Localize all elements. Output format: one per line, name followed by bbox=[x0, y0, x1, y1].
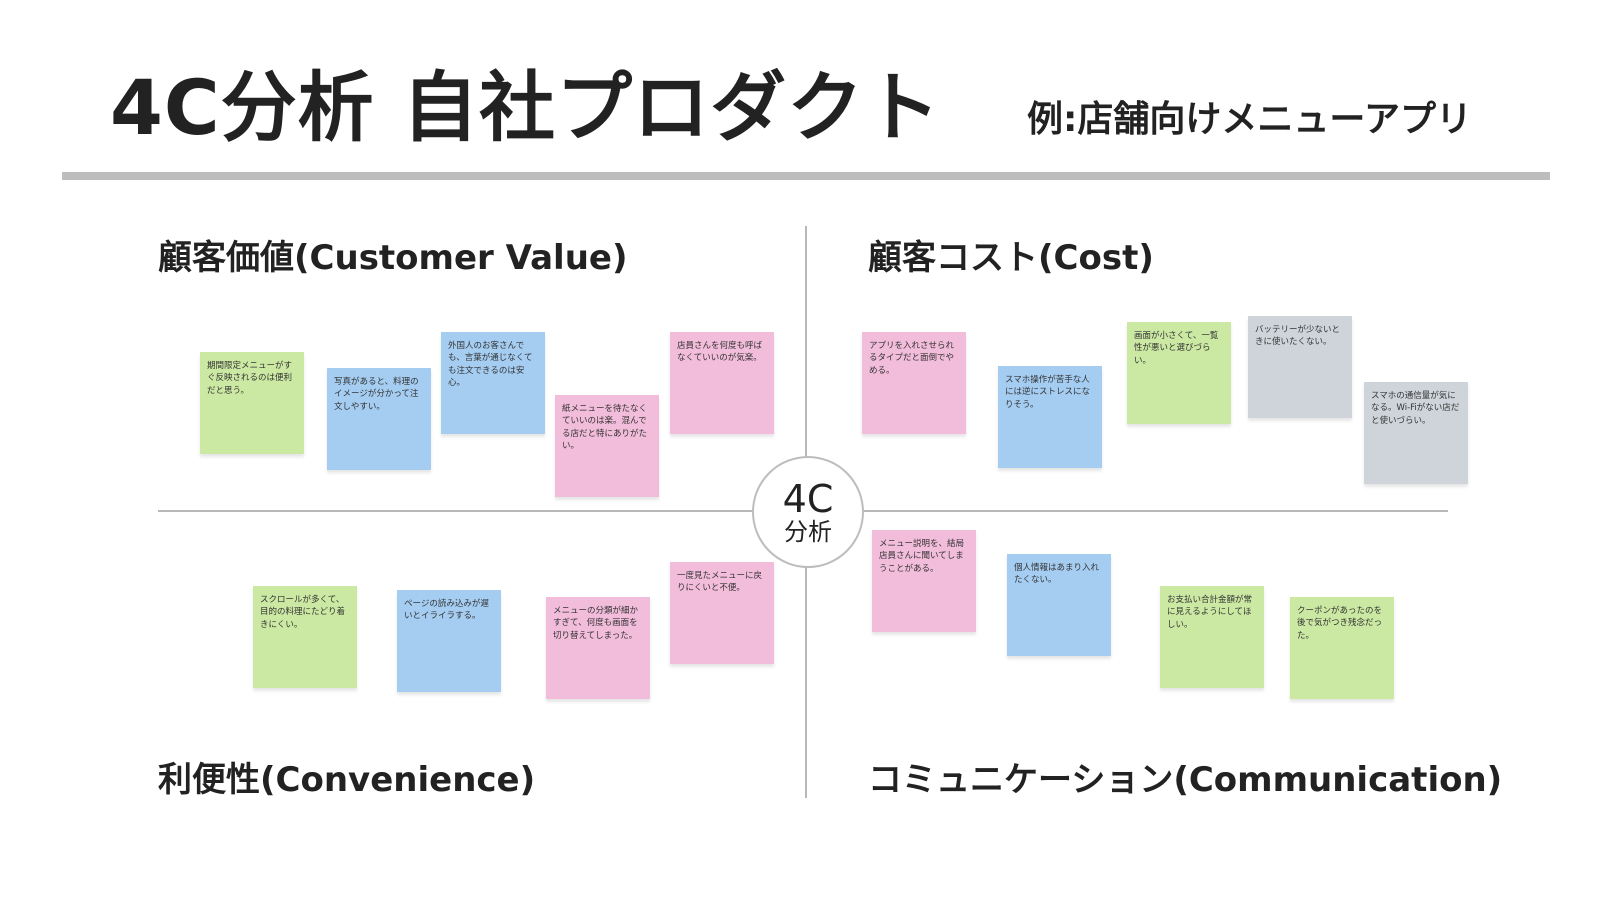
sticky-note[interactable]: 写真があると、料理のイメージが分かって注文しやすい。 bbox=[327, 368, 431, 470]
sticky-note[interactable]: 期間限定メニューがすぐ反映されるのは便利だと思う。 bbox=[200, 352, 304, 454]
center-4c-circle: 4C 分析 bbox=[752, 456, 864, 568]
sticky-note[interactable]: スマホの通信量が気になる。Wi-Fiがない店だと使いづらい。 bbox=[1364, 382, 1468, 484]
sticky-note[interactable]: ページの読み込みが遅いとイライラする。 bbox=[397, 590, 501, 692]
sticky-note[interactable]: 画面が小さくて、一覧性が悪いと選びづらい。 bbox=[1127, 322, 1231, 424]
center-analysis-label: 分析 bbox=[784, 518, 832, 546]
center-4c-label: 4C bbox=[782, 477, 834, 521]
page-title: 4C分析 自社プロダクト bbox=[110, 63, 942, 152]
sticky-note[interactable]: 一度見たメニューに戻りにくいと不便。 bbox=[670, 562, 774, 664]
sticky-note[interactable]: 店員さんを何度も呼ばなくていいのが気楽。 bbox=[670, 332, 774, 434]
sticky-note[interactable]: メニュー説明を、結局店員さんに聞いてしまうことがある。 bbox=[872, 530, 976, 632]
quadrant-label-customer-value: 顧客価値(Customer Value) bbox=[158, 238, 628, 278]
sticky-note[interactable]: お支払い合計金額が常に見えるようにしてほしい。 bbox=[1160, 586, 1264, 688]
page-subtitle: 例:店舗向けメニューアプリ bbox=[1027, 99, 1472, 140]
sticky-note[interactable]: 外国人のお客さんでも、言葉が通じなくても注文できるのは安心。 bbox=[441, 332, 545, 434]
sticky-note[interactable]: 紙メニューを待たなくていいのは楽。混んでる店だと特にありがたい。 bbox=[555, 395, 659, 497]
sticky-note[interactable]: メニューの分類が細かすぎて、何度も画面を切り替えてしまった。 bbox=[546, 597, 650, 699]
sticky-note[interactable]: スクロールが多くて、目的の料理にたどり着きにくい。 bbox=[253, 586, 357, 688]
quadrant-label-convenience: 利便性(Convenience) bbox=[158, 760, 536, 800]
title-divider bbox=[62, 172, 1550, 180]
sticky-note[interactable]: スマホ操作が苦手な人には逆にストレスになりそう。 bbox=[998, 366, 1102, 468]
sticky-note[interactable]: アプリを入れさせられるタイプだと面倒でやめる。 bbox=[862, 332, 966, 434]
sticky-note[interactable]: クーポンがあったのを後で気がつき残念だった。 bbox=[1290, 597, 1394, 699]
quadrant-label-communication: コミュニケーション(Communication) bbox=[868, 760, 1503, 800]
sticky-note[interactable]: バッテリーが少ないときに使いたくない。 bbox=[1248, 316, 1352, 418]
quadrant-label-cost: 顧客コスト(Cost) bbox=[868, 238, 1154, 278]
sticky-note[interactable]: 個人情報はあまり入れたくない。 bbox=[1007, 554, 1111, 656]
